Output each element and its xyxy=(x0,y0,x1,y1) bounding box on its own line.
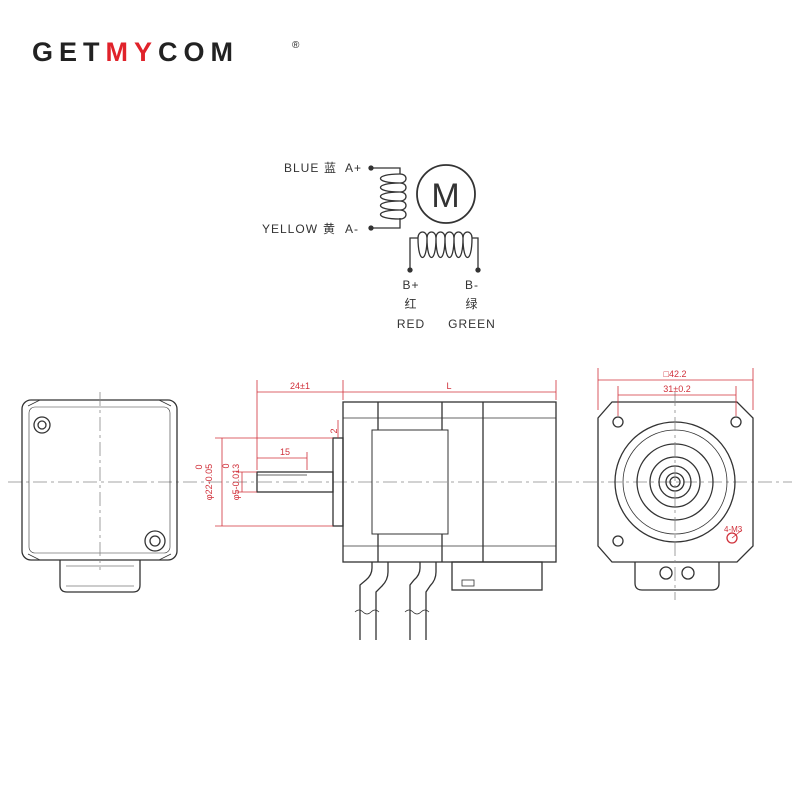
wire-a-minus-color: YELLOW xyxy=(262,222,318,236)
lead-a-plus xyxy=(371,167,401,174)
wire-b-minus-terminal: B- xyxy=(465,278,479,292)
cable-break-marks xyxy=(354,609,430,615)
side-view-dimension-labels: 24±1 L 15 2 φ22-0.05 0 φ5-0.013 0 xyxy=(194,381,452,500)
front-view-dimension-labels: □42.2 31±0.2 4-M3 xyxy=(663,369,743,534)
label-boss-diameter-tol: 0 xyxy=(194,464,204,469)
wire-a-minus-terminal: A- xyxy=(345,222,359,236)
label-boss-height: 2 xyxy=(329,428,339,433)
dim-mount-hole-leader xyxy=(731,529,743,539)
wire-b-minus-color-cn: 绿 xyxy=(465,296,478,311)
label-shaft-extension: 24±1 xyxy=(290,381,310,391)
lead-a-minus xyxy=(371,218,401,229)
label-hole-spacing: 31±0.2 xyxy=(663,384,690,394)
terminal-b-minus-dot xyxy=(475,267,481,273)
label-boss-diameter: φ22-0.05 xyxy=(204,464,214,500)
wire-b-plus-color-cn: 红 xyxy=(404,296,417,311)
mount-hole-bottom-right xyxy=(726,532,738,544)
lead-b-minus xyxy=(472,237,479,270)
front-bearing-outer xyxy=(649,456,701,508)
mount-hole-top-right xyxy=(730,416,742,428)
front-connector-box xyxy=(634,562,720,591)
coil-a xyxy=(379,173,401,220)
front-connector-pin-left xyxy=(659,566,673,580)
body-segment-lines xyxy=(377,402,484,562)
motor-body xyxy=(342,401,557,563)
mount-hole-top-left xyxy=(612,416,624,428)
svg-text:GETMYCOM: GETMYCOM xyxy=(32,37,239,67)
wiring-diagram xyxy=(368,164,481,273)
wire-b-minus-color: GREEN xyxy=(448,317,496,331)
wire-a-minus-color-cn: 黄 xyxy=(323,222,336,236)
lead-b-plus xyxy=(409,237,418,270)
rear-connector-detail xyxy=(66,565,134,587)
label-body-length: L xyxy=(446,381,451,391)
label-flat-length: 15 xyxy=(280,447,290,457)
logo-text-left: GET xyxy=(32,37,106,67)
wire-a-plus-terminal: A+ xyxy=(345,161,362,175)
body-chamfer-lines xyxy=(343,417,556,547)
body-stator-window xyxy=(371,429,449,535)
wire-b-plus-color: RED xyxy=(397,317,425,331)
brand-logo: GETMYCOM ® xyxy=(32,37,300,67)
side-connector xyxy=(451,561,543,591)
logo-text-accent: MY xyxy=(106,37,159,67)
front-connector-pin-right xyxy=(681,566,695,580)
rear-screw-bottom-right-inner xyxy=(149,535,161,547)
side-view-dimensions xyxy=(215,380,557,527)
registered-mark: ® xyxy=(292,40,300,51)
rear-screw-bottom-right xyxy=(144,530,166,552)
coil-a-back xyxy=(399,173,407,220)
terminal-b-plus-dot xyxy=(407,267,413,273)
rear-view-chamfers xyxy=(27,399,172,561)
rear-connector-box xyxy=(59,560,141,593)
wiring-labels: M BLUE 蓝 A+ YELLOW 黄 A- B+ 红 RED B- 绿 GR… xyxy=(262,161,496,331)
cable-left-outer xyxy=(359,562,373,640)
motor-symbol-circle xyxy=(416,164,476,224)
wire-b-plus-terminal: B+ xyxy=(402,278,419,292)
logo-text-right: COM xyxy=(158,37,239,67)
cable-right-outer xyxy=(409,562,421,640)
cable-left-inner xyxy=(375,562,389,640)
motor-symbol-label: M xyxy=(431,177,460,215)
coil-b xyxy=(417,237,473,259)
rear-screw-top-left xyxy=(33,416,51,434)
label-shaft-diameter: φ5-0.013 xyxy=(231,464,241,500)
rear-view-outline xyxy=(21,399,178,561)
front-flange-outline xyxy=(597,401,754,563)
label-shaft-diameter-tol: 0 xyxy=(221,463,231,468)
label-flange-size: □42.2 xyxy=(664,369,687,379)
rear-view-inner-outline xyxy=(28,406,171,554)
coil-b-back xyxy=(417,231,473,239)
side-connector-tab xyxy=(461,579,475,587)
wire-a-plus-color-cn: 蓝 xyxy=(324,161,337,175)
front-view-dimensions xyxy=(597,368,754,539)
label-mount-hole: 4-M3 xyxy=(724,525,743,534)
rear-screw-top-left-inner xyxy=(37,420,47,430)
cable-right-inner xyxy=(425,562,437,640)
wire-a-plus-color: BLUE xyxy=(284,161,319,175)
rear-view xyxy=(21,392,178,593)
mount-hole-bottom-left xyxy=(612,535,624,547)
front-view xyxy=(597,392,754,600)
